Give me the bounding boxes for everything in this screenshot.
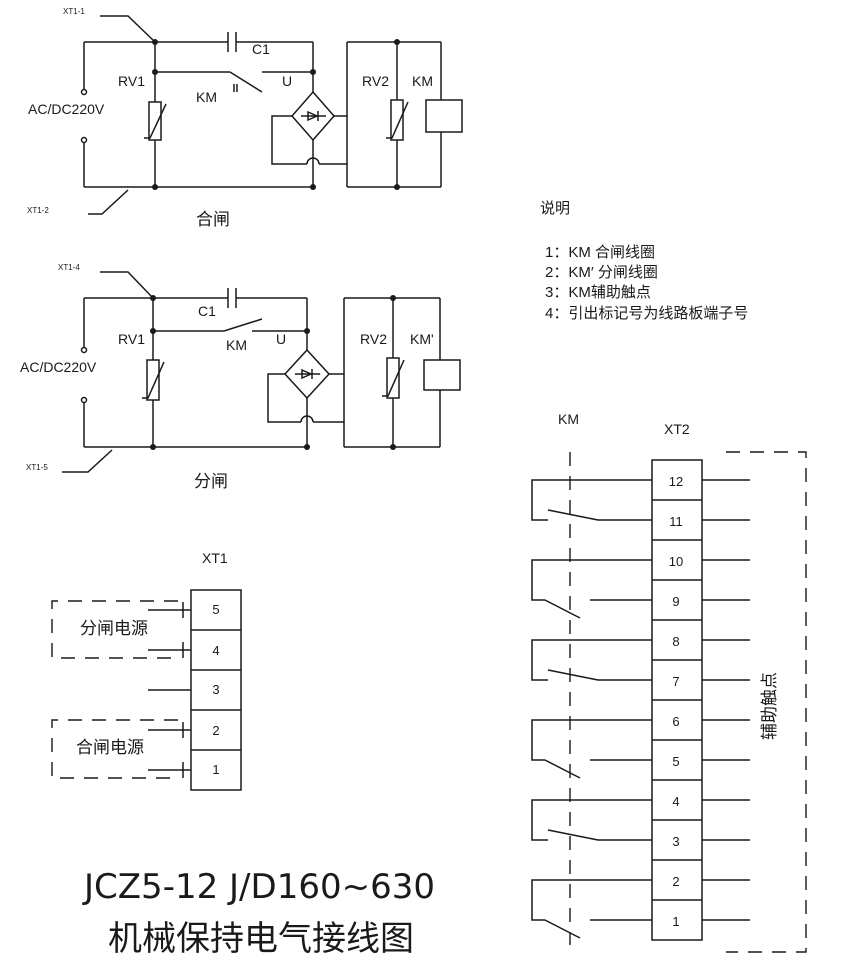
km-contact: [223, 318, 263, 332]
xt2-terminal: 6: [672, 714, 679, 729]
varistor-rv2: [386, 357, 400, 399]
coil-km: [425, 99, 463, 133]
note-item: 4：引出标记号为线路板端子号: [545, 304, 748, 322]
label-xt1-2: XT1-2: [27, 206, 49, 215]
varistor-rv2: [390, 99, 404, 141]
aux-contact-label: 辅助触点: [760, 672, 779, 740]
label-km-coil: KM: [412, 73, 433, 89]
label-rv2: RV2: [362, 73, 389, 89]
xt1-terminal: 5: [212, 602, 219, 617]
xt2-title: XT2: [664, 421, 690, 437]
xt1-5-leader: [62, 449, 113, 473]
label-c1: C1: [198, 303, 216, 319]
xt1-2-leader: [88, 189, 129, 215]
supply-terminal-top: [80, 346, 88, 354]
xt1-terminal: 4: [212, 643, 219, 658]
note-item: 3：KM辅助触点: [545, 284, 651, 301]
xt2-terminal: 12: [669, 474, 683, 489]
note-item: 1：KM 合闸线圈: [545, 244, 655, 261]
label-c1: C1: [252, 41, 270, 57]
km-contact-10-9: [531, 559, 652, 619]
varistor-rv1: [148, 101, 162, 141]
label-xt1-4: XT1-4: [58, 263, 80, 272]
xt2-terminal: 2: [672, 874, 679, 889]
xt1-terminal: 3: [212, 682, 219, 697]
km-contact-4-3: [531, 799, 652, 841]
xt1-4-leader: [100, 271, 154, 299]
coil-km-prime: [423, 359, 461, 391]
xt2-terminal: 1: [672, 914, 679, 929]
label-rv2: RV2: [360, 331, 387, 347]
xt2-terminal-block: KM XT2 12 11 10 9 8 7 6 5 4 3 2 1: [531, 411, 807, 953]
label-km-switch: KM: [196, 89, 217, 105]
xt2-terminal: 8: [672, 634, 679, 649]
label-km-prime-coil: KM': [410, 331, 434, 347]
label-xt1-5: XT1-5: [26, 463, 48, 472]
label-open-supply: 分闸电源: [80, 619, 148, 638]
km-contact-8-7: [531, 639, 652, 681]
label-rv1: RV1: [118, 73, 145, 89]
label-close-supply: 合闸电源: [76, 738, 144, 757]
closing-circuit: XT1-1 XT1-2 RV1 C1 KM U RV2 KM AC/DC220V…: [27, 7, 463, 229]
km-contact: [229, 71, 263, 93]
xt1-terminal: 1: [212, 762, 219, 777]
km-contact-12-11: [531, 479, 652, 521]
varistor-rv1: [146, 359, 160, 401]
caption-opening: 分闸: [194, 472, 228, 491]
xt2-terminal: 3: [672, 834, 679, 849]
label-km-switch: KM: [226, 337, 247, 353]
supply-terminal-top: [80, 88, 88, 96]
km-contact-6-5: [531, 719, 652, 779]
caption-closing: 合闸: [196, 210, 230, 229]
group-close-supply: [51, 719, 178, 779]
xt1-terminal: 2: [212, 723, 219, 738]
opening-circuit: XT1-4 XT1-5 RV1 C1 KM U RV2 KM' AC/DC220…: [20, 263, 461, 491]
xt2-terminal: 7: [672, 674, 679, 689]
xt2-terminal: 5: [672, 754, 679, 769]
label-u: U: [282, 73, 292, 89]
label-rv1: RV1: [118, 331, 145, 347]
supply-terminal-bottom: [80, 396, 88, 404]
diagram-subtitle: 机械保持电气接线图: [108, 919, 414, 959]
xt2-terminal: 10: [669, 554, 683, 569]
label-supply: AC/DC220V: [28, 101, 105, 117]
label-u: U: [276, 331, 286, 347]
xt2-terminal: 9: [672, 594, 679, 609]
model-title: JCZ5-12 J/D160~630: [82, 867, 435, 907]
supply-terminal-bottom: [80, 136, 88, 144]
xt1-1-leader: [100, 15, 156, 43]
xt1-title: XT1: [202, 550, 228, 566]
km-contact-2-1: [531, 879, 652, 939]
xt2-terminal: 11: [669, 514, 683, 529]
notes-title: 说明: [540, 200, 570, 217]
note-item: 2：KM′ 分闸线圈: [545, 264, 658, 281]
notes-block: 说明 1：KM 合闸线圈 2：KM′ 分闸线圈 3：KM辅助触点 4：引出标记号…: [540, 200, 748, 322]
xt2-km-label: KM: [558, 411, 579, 427]
group-open-supply: [51, 600, 178, 659]
xt1-terminal-block: XT1 5 4 3 2 1 分闸电源 合闸电源: [51, 550, 242, 791]
label-supply: AC/DC220V: [20, 359, 97, 375]
xt2-terminal: 4: [672, 794, 679, 809]
label-xt1-1: XT1-1: [63, 7, 85, 16]
